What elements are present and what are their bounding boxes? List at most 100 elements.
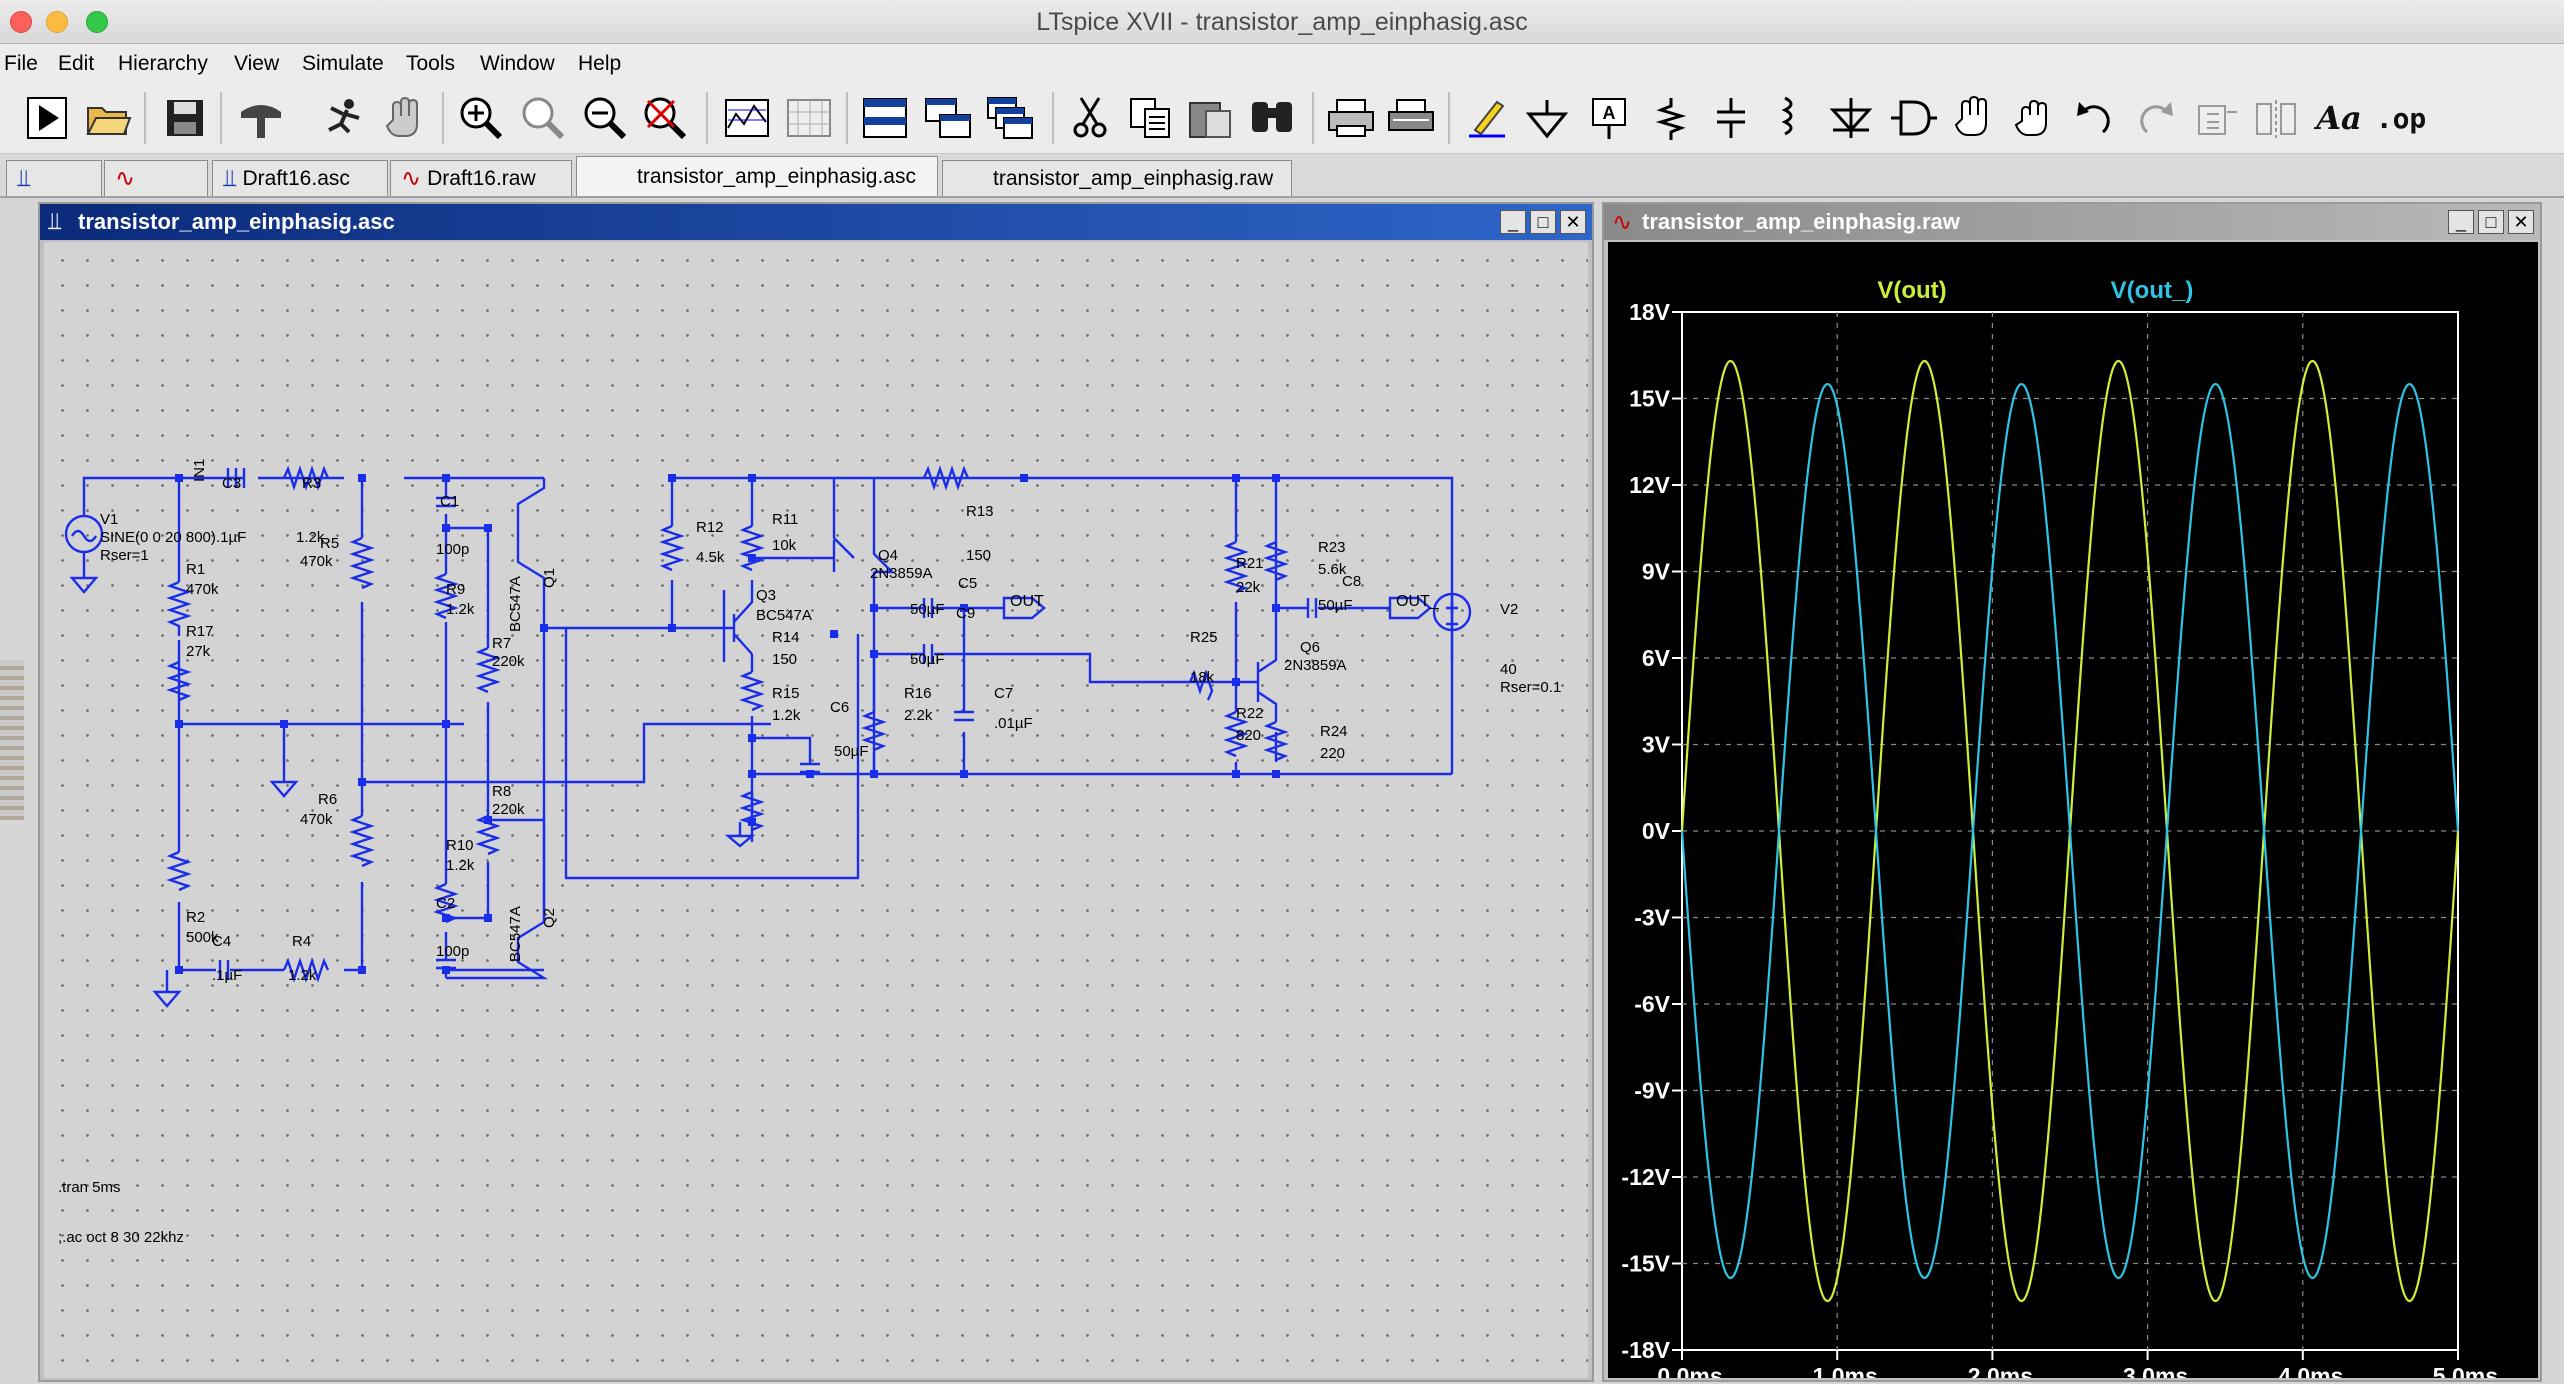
component-label[interactable]: R12 [696, 519, 724, 536]
move-icon[interactable] [1950, 92, 2000, 144]
component-label[interactable]: C6 [830, 699, 849, 716]
redo-icon[interactable] [2130, 92, 2180, 144]
trace-v-out-inverted[interactable] [1680, 382, 2460, 1280]
menu-simulate[interactable]: Simulate [302, 52, 384, 75]
component-label[interactable]: C7 [994, 685, 1013, 702]
component-label[interactable]: R11 [772, 511, 798, 528]
cut-icon[interactable] [1066, 92, 1116, 144]
rotate-icon[interactable] [2192, 92, 2242, 144]
component-label[interactable]: 220 [1320, 745, 1345, 762]
component-label[interactable]: R13 [966, 503, 994, 520]
tab-draft16-asc[interactable]: ⫫ Draft16.asc [212, 160, 388, 196]
component-label[interactable]: 470k [300, 811, 333, 828]
component-label[interactable]: 150 [966, 547, 991, 564]
component-label[interactable]: 2N3859A [870, 565, 933, 582]
draw-wire-icon[interactable] [1462, 92, 1512, 144]
maximize-button[interactable]: □ [1530, 210, 1556, 234]
component-label[interactable]: 2.2k [904, 707, 933, 724]
component-label[interactable]: R22 [1236, 705, 1264, 722]
component-label[interactable]: 820 [1236, 727, 1261, 744]
component-label[interactable]: R1 [186, 561, 205, 578]
component-label[interactable]: R2 [186, 909, 205, 926]
component-label[interactable]: R24 [1320, 723, 1348, 740]
component-label[interactable]: Q4 [878, 547, 898, 564]
component-label[interactable]: IN1 [191, 459, 208, 482]
component-label[interactable]: V2 [1500, 601, 1518, 618]
zoom-in-icon[interactable] [456, 92, 506, 144]
component-label[interactable]: 5.6k [1318, 561, 1347, 578]
tab-waveform-1[interactable]: ∿ [104, 160, 208, 196]
tile-vertical-icon[interactable] [924, 92, 974, 144]
find-icon[interactable] [1248, 92, 1298, 144]
component-label[interactable]: 50µF [1318, 597, 1353, 614]
component-label[interactable]: 2N3859A [1284, 657, 1347, 674]
component-label[interactable]: C1 [440, 493, 459, 510]
component-label[interactable]: R14 [772, 629, 800, 646]
component-label[interactable]: 220k [492, 653, 525, 670]
component-label[interactable]: 10k [772, 537, 797, 554]
component-label[interactable]: BC547A [756, 607, 812, 624]
legend-v-out[interactable]: V(out) [1877, 277, 1946, 304]
component-label[interactable]: .01µF [994, 715, 1033, 732]
component-label[interactable]: R15 [772, 685, 800, 702]
component-label[interactable]: C8 [1342, 573, 1361, 590]
maximize-button[interactable]: □ [2478, 210, 2504, 234]
component-label[interactable]: 1.2k [446, 601, 475, 618]
menu-tools[interactable]: Tools [406, 52, 456, 75]
component-label[interactable]: 22k [1236, 579, 1261, 596]
net-label[interactable]: OUT [1010, 593, 1044, 610]
component-label[interactable]: C5 [958, 575, 977, 592]
component-label[interactable]: 40 [1500, 661, 1517, 678]
component-label[interactable]: 1.2k [772, 707, 801, 724]
print-icon[interactable] [1326, 92, 1376, 144]
zoom-area-icon[interactable] [518, 92, 568, 144]
label-net-icon[interactable]: A [1584, 92, 1634, 144]
tab-schematic-1[interactable]: ⫫ [6, 160, 102, 196]
tab-transistor-amp-raw[interactable]: transistor_amp_einphasig.raw [942, 160, 1292, 196]
spice-directive[interactable]: .tran 5ms [58, 1179, 121, 1196]
component-label[interactable]: C2 [436, 895, 455, 912]
close-window-button[interactable] [10, 11, 32, 33]
text-icon[interactable]: Aa [2316, 99, 2362, 137]
maximize-window-button[interactable] [86, 11, 108, 33]
inductor-icon[interactable] [1766, 92, 1816, 144]
component-label[interactable]: Q6 [1300, 639, 1320, 656]
component-label[interactable]: 220k [492, 801, 525, 818]
menu-edit[interactable]: Edit [58, 52, 95, 75]
component-label[interactable]: 470k [300, 553, 333, 570]
component-label[interactable]: C9 [956, 605, 975, 622]
component-label[interactable]: R23 [1318, 539, 1346, 556]
pan-hand-icon[interactable] [380, 92, 430, 144]
component-label[interactable]: Q2 [541, 908, 558, 928]
component-label[interactable]: Q3 [756, 587, 776, 604]
component-label[interactable]: .1µF [216, 529, 246, 546]
menu-hierarchy[interactable]: Hierarchy [118, 52, 208, 75]
component-label[interactable]: R6 [318, 791, 337, 808]
save-icon[interactable] [160, 92, 210, 144]
undo-icon[interactable] [2070, 92, 2120, 144]
component-label[interactable]: R8 [492, 783, 511, 800]
component-icon[interactable] [1888, 92, 1938, 144]
capacitor-icon[interactable] [1706, 92, 1756, 144]
menu-file[interactable]: File [4, 52, 38, 75]
component-label[interactable]: R9 [446, 581, 465, 598]
spice-directive[interactable]: ;.ac oct 8 30 22khz [58, 1229, 184, 1246]
minimize-window-button[interactable] [46, 11, 68, 33]
diode-icon[interactable] [1826, 92, 1876, 144]
menu-window[interactable]: Window [480, 52, 555, 75]
resistor-icon[interactable] [1646, 92, 1696, 144]
control-panel-icon[interactable] [236, 92, 286, 144]
component-label[interactable]: R10 [446, 837, 474, 854]
copy-icon[interactable] [1126, 92, 1176, 144]
component-label[interactable]: 4.5k [696, 549, 725, 566]
component-label[interactable]: 27k [186, 643, 211, 660]
net-label[interactable]: OUT_ [1396, 593, 1440, 610]
component-label[interactable]: 50µF [834, 743, 869, 760]
component-label[interactable]: 18k [1190, 669, 1215, 686]
tab-draft16-raw[interactable]: ∿ Draft16.raw [390, 160, 572, 196]
component-label[interactable]: Rser=0.1 [1500, 679, 1561, 696]
halt-icon[interactable] [318, 92, 368, 144]
component-label[interactable]: SINE(0 0 20 800) [100, 529, 216, 546]
component-label[interactable]: 1.2k [446, 857, 475, 874]
